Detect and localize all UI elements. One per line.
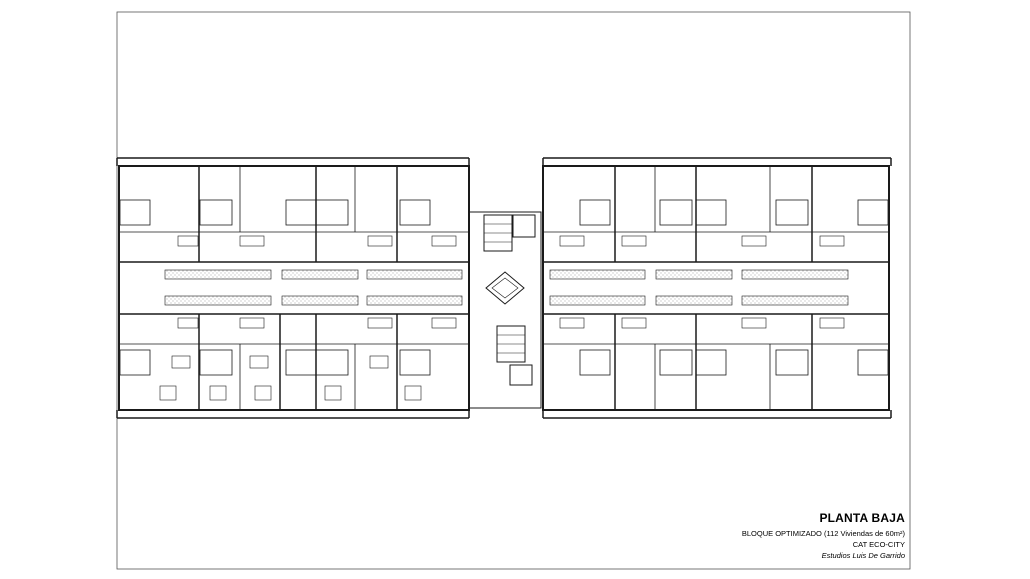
project-name: CAT ECO-CITY bbox=[852, 540, 905, 549]
right-building-block bbox=[542, 157, 892, 419]
author-name: Estudios Luis De Garrido bbox=[821, 551, 905, 560]
central-stair-core bbox=[468, 211, 542, 409]
title-block: PLANTA BAJA BLOQUE OPTIMIZADO (112 Vivie… bbox=[742, 511, 905, 561]
left-building-block bbox=[116, 157, 470, 419]
sheet-border bbox=[116, 11, 911, 570]
drawing-subtitle: BLOQUE OPTIMIZADO (112 Viviendas de 60m²… bbox=[741, 529, 905, 538]
drawing-title: PLANTA BAJA bbox=[819, 511, 905, 525]
